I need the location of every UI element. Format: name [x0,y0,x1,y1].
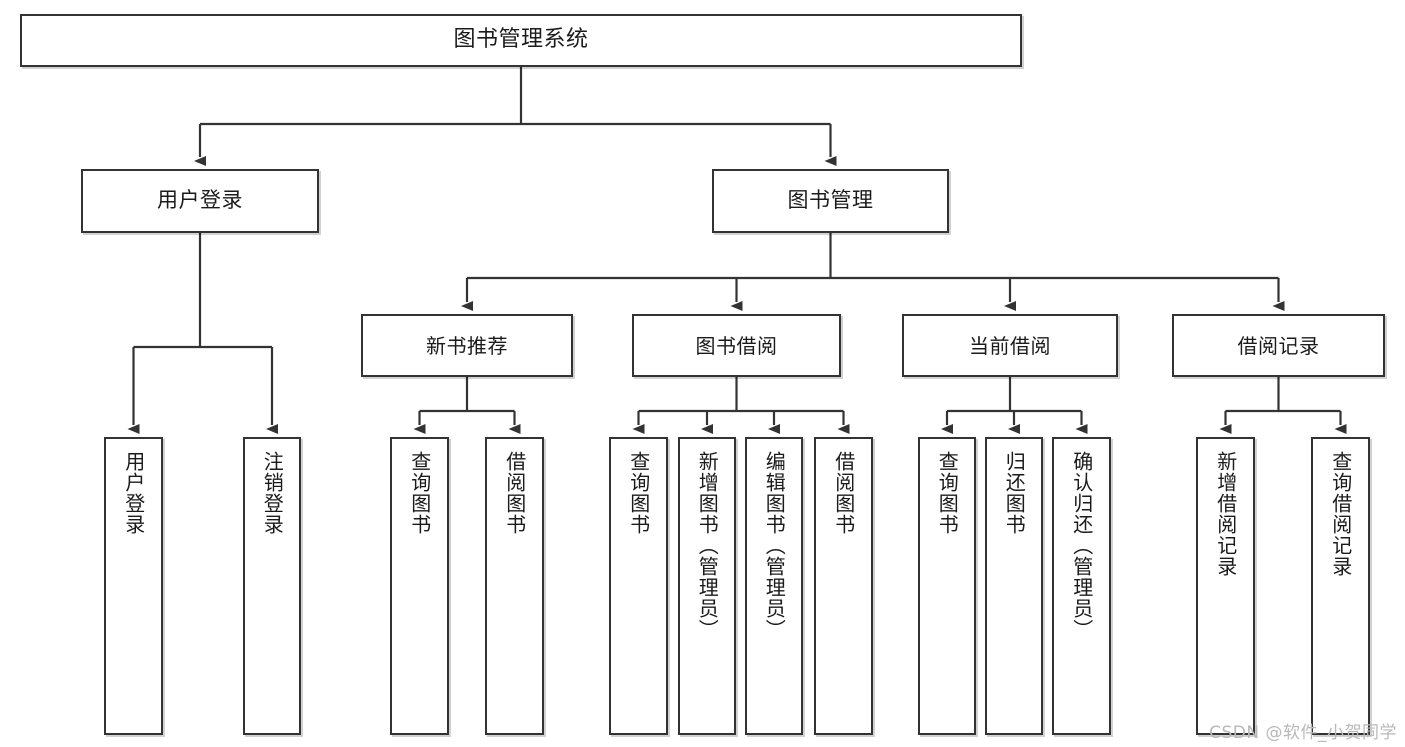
leaf-user-logout[interactable]: 注销登录 [243,437,301,735]
leaf-current-query-book[interactable]: 查询图书 [918,437,976,735]
leaf-borrow-edit-book-label: 编辑图书（管理员） [762,451,787,640]
node-book-borrow[interactable]: 图书借阅 [632,314,841,377]
node-user-login[interactable]: 用户登录 [81,169,319,233]
leaf-newbook-query-book-label: 查询图书 [407,451,432,535]
leaf-borrow-query-book[interactable]: 查询图书 [609,437,668,735]
leaf-user-login-label: 用户登录 [121,451,146,535]
leaf-user-logout-label: 注销登录 [260,451,285,535]
leaf-current-return-book-label: 归还图书 [1002,451,1027,535]
leaf-current-query-book-label: 查询图书 [935,451,960,535]
leaf-record-query-label: 查询借阅记录 [1328,451,1353,577]
node-book-management-label: 图书管理 [787,188,874,213]
leaf-borrow-query-book-label: 查询图书 [626,451,651,535]
leaf-borrow-borrow-book[interactable]: 借阅图书 [814,437,873,735]
node-current-borrow-label: 当前借阅 [969,333,1051,358]
leaf-record-query[interactable]: 查询借阅记录 [1311,437,1370,735]
leaf-borrow-borrow-book-label: 借阅图书 [831,451,856,535]
watermark: CSDN @软件_小贺同学 [1209,723,1397,743]
node-root-label: 图书管理系统 [453,27,589,53]
node-new-book-recommend-label: 新书推荐 [426,333,508,358]
node-borrow-records-label: 借阅记录 [1237,333,1320,358]
node-user-login-label: 用户登录 [157,188,243,213]
leaf-user-login[interactable]: 用户登录 [104,437,163,735]
leaf-current-return-book[interactable]: 归还图书 [985,437,1043,735]
leaf-borrow-add-book[interactable]: 新增图书（管理员） [678,437,736,735]
leaf-current-confirm-return[interactable]: 确认归还（管理员） [1052,437,1111,735]
node-new-book-recommend[interactable]: 新书推荐 [361,314,573,377]
node-book-management[interactable]: 图书管理 [712,169,949,233]
leaf-borrow-add-book-label: 新增图书（管理员） [695,451,720,640]
leaf-record-add-label: 新增借阅记录 [1213,451,1238,577]
leaf-borrow-edit-book[interactable]: 编辑图书（管理员） [745,437,803,735]
node-borrow-records[interactable]: 借阅记录 [1172,314,1385,377]
leaf-newbook-query-book[interactable]: 查询图书 [390,437,449,735]
node-current-borrow[interactable]: 当前借阅 [902,314,1118,377]
node-root[interactable]: 图书管理系统 [20,14,1022,67]
leaf-newbook-borrow-book-label: 借阅图书 [502,451,527,535]
node-book-borrow-label: 图书借阅 [695,333,778,358]
leaf-newbook-borrow-book[interactable]: 借阅图书 [485,437,544,735]
leaf-current-confirm-return-label: 确认归还（管理员） [1069,451,1094,640]
leaf-record-add[interactable]: 新增借阅记录 [1196,437,1255,735]
